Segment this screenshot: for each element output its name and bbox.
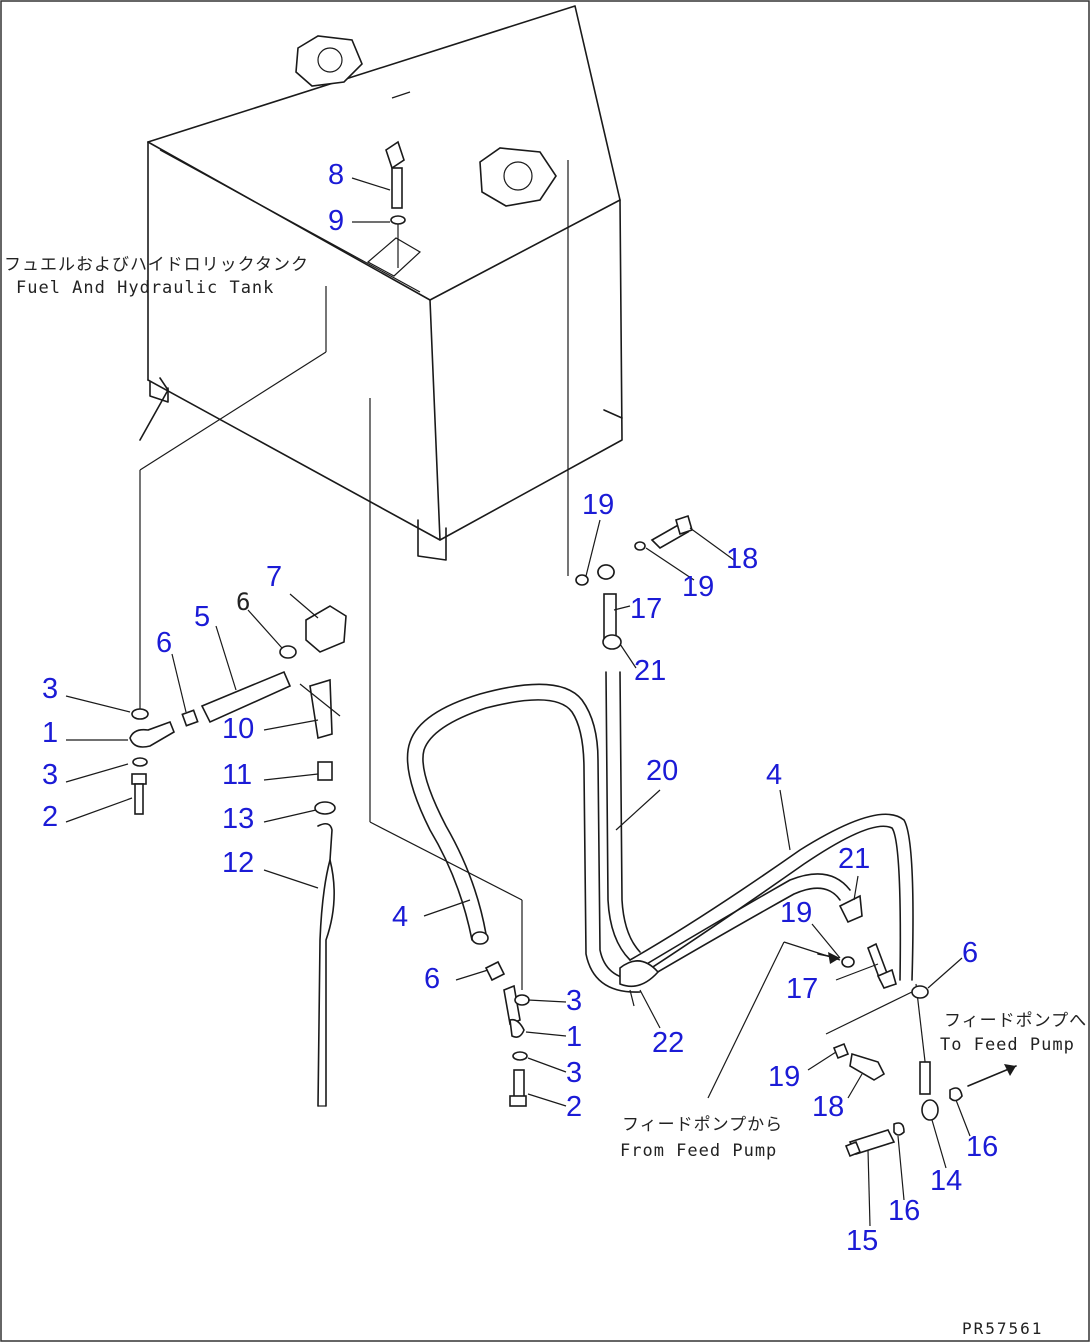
callout-numbers: 3 1 3 2 6 5 6 7 10 11 13 12 8 9 19 18 19…: [42, 159, 998, 1257]
callout-12: 12: [222, 847, 254, 879]
callout-13: 13: [222, 803, 254, 835]
connection-lines: [139, 160, 927, 1071]
from-pump-label-jp: フィードポンプから: [622, 1115, 783, 1135]
callout-19: 19: [582, 489, 614, 521]
callout-6: 6: [156, 627, 172, 659]
callout-9: 9: [328, 205, 344, 237]
callout-16: 16: [888, 1195, 920, 1227]
callout-3: 3: [42, 673, 58, 705]
callout-18: 18: [812, 1091, 844, 1123]
callout-2: 2: [42, 801, 58, 833]
callout-6: 6: [962, 937, 978, 969]
callout-7: 7: [266, 561, 282, 593]
callout-1: 1: [42, 717, 58, 749]
callout-19: 19: [780, 897, 812, 929]
to-pump-label-jp: フィードポンプへ: [944, 1011, 1087, 1031]
drawing-code: PR57561: [962, 1319, 1043, 1338]
callout-11: 11: [222, 759, 252, 791]
callout-16: 16: [966, 1131, 998, 1163]
callout-14: 14: [930, 1165, 962, 1197]
callout-19: 19: [768, 1061, 800, 1093]
callout-4: 4: [766, 759, 782, 791]
to-pump-label-en: To Feed Pump: [940, 1035, 1075, 1055]
callout-17: 17: [630, 593, 662, 625]
callout-3: 3: [566, 985, 582, 1017]
fuel-hydraulic-tank: [139, 5, 623, 561]
callout-6-plain: 6: [236, 588, 251, 616]
from-pump-label-en: From Feed Pump: [620, 1141, 777, 1161]
callout-20: 20: [646, 755, 678, 787]
callout-10: 10: [222, 713, 254, 745]
callout-4: 4: [392, 901, 408, 933]
callout-22: 22: [652, 1027, 684, 1059]
callout-21: 21: [634, 655, 666, 687]
callout-21: 21: [838, 843, 870, 875]
callout-8: 8: [328, 159, 344, 191]
callout-5: 5: [194, 601, 210, 633]
callout-19: 19: [682, 571, 714, 603]
tank-label-jp: フュエルおよびハイドロリックタンク: [4, 255, 309, 275]
callout-leaders: [65, 177, 971, 1227]
annotations: フュエルおよびハイドロリックタンク Fuel And Hydraulic Tan…: [4, 255, 1087, 1338]
tank-label-en: Fuel And Hydraulic Tank: [16, 278, 274, 298]
callout-6: 6: [424, 963, 440, 995]
callout-3: 3: [42, 759, 58, 791]
left-fittings: [129, 605, 347, 1107]
callout-18: 18: [726, 543, 758, 575]
callout-15: 15: [846, 1225, 878, 1257]
callout-17: 17: [786, 973, 818, 1005]
lower-fittings: [484, 514, 1017, 1158]
callout-3: 3: [566, 1057, 582, 1089]
callout-1: 1: [566, 1021, 582, 1053]
callout-2: 2: [566, 1091, 582, 1123]
